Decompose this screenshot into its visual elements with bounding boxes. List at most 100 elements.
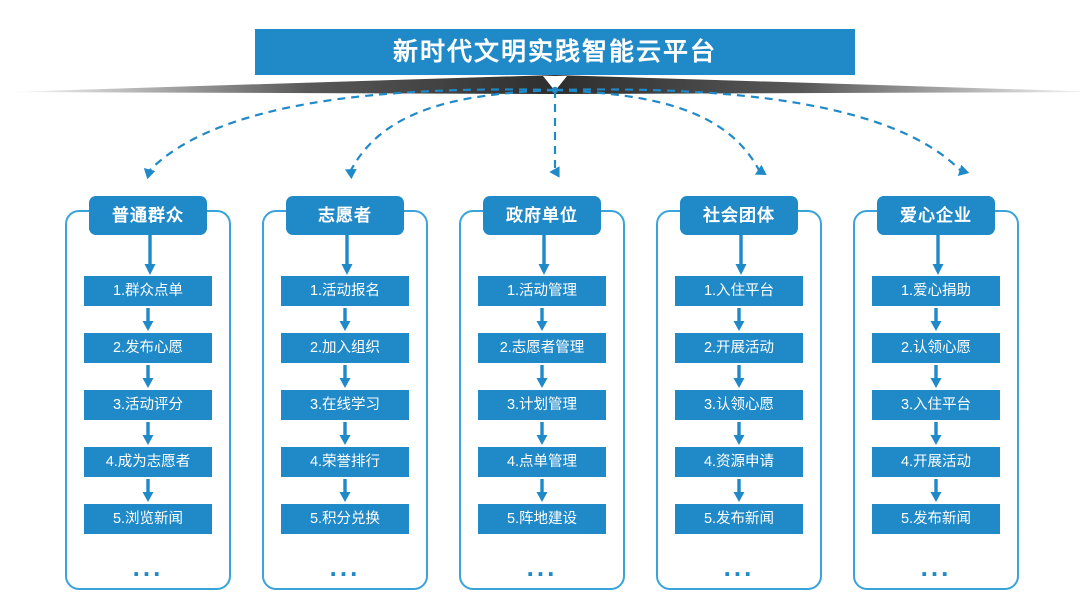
role-column-charity-enterprise: 爱心企业 1.爱心捐助 2.认领心愿 3.入住平台 4.开展活动 5.发布新闻... (853, 196, 1019, 596)
menu-item-label: 5.发布新闻 (703, 510, 775, 527)
connector-to-ordinary-public (143, 88, 556, 180)
menu-item[interactable]: 1.爱心捐助 (872, 276, 1000, 306)
menu-item[interactable]: 2.加入组织 (281, 333, 409, 363)
menu-item-label: 3.活动评分 (112, 396, 184, 413)
step-arrow-down-icon (84, 420, 212, 447)
menu-item[interactable]: 1.群众点单 (84, 276, 212, 306)
menu-item[interactable]: 3.计划管理 (478, 390, 606, 420)
column-item-list: 1.入住平台 2.开展活动 3.认领心愿 4.资源申请 5.发布新闻 (675, 276, 803, 534)
menu-item[interactable]: 1.活动管理 (478, 276, 606, 306)
column-header-label: 政府单位 (506, 206, 578, 225)
step-arrow-down-icon (872, 363, 1000, 390)
step-arrow-down-icon (84, 363, 212, 390)
connector-origin-node (551, 86, 559, 94)
column-header-charity-enterprise[interactable]: 爱心企业 (877, 196, 995, 235)
menu-item-label: 2.认领心愿 (900, 339, 972, 356)
step-arrow-down-icon (281, 420, 409, 447)
banner-bar: 新时代文明实践智能云平台 (255, 29, 855, 75)
column-item-list: 1.活动管理 2.志愿者管理 3.计划管理 4.点单管理 5.阵地建设 (478, 276, 606, 534)
column-header-label: 爱心企业 (900, 206, 972, 225)
menu-item-label: 3.计划管理 (506, 396, 578, 413)
header-to-first-item-arrow (341, 235, 353, 275)
connector-to-volunteer (344, 88, 556, 180)
connector-to-charity-enterprise (554, 88, 970, 176)
role-column-government-unit: 政府单位 1.活动管理 2.志愿者管理 3.计划管理 4.点单管理 5.阵地建设... (459, 196, 625, 596)
menu-item[interactable]: 5.阵地建设 (478, 504, 606, 534)
menu-item[interactable]: 4.荣誉排行 (281, 447, 409, 477)
menu-item-label: 1.活动管理 (506, 282, 578, 299)
step-arrow-down-icon (675, 420, 803, 447)
more-items-ellipsis[interactable]: ... (526, 552, 558, 582)
step-arrow-down-icon (281, 477, 409, 504)
menu-item-label: 3.在线学习 (309, 396, 381, 413)
menu-item-label: 2.发布心愿 (112, 339, 184, 356)
column-header-government-unit[interactable]: 政府单位 (483, 196, 601, 235)
menu-item-label: 5.阵地建设 (506, 510, 578, 527)
step-arrow-down-icon (281, 363, 409, 390)
menu-item[interactable]: 4.点单管理 (478, 447, 606, 477)
menu-item[interactable]: 4.开展活动 (872, 447, 1000, 477)
page-title: 新时代文明实践智能云平台 (392, 37, 717, 66)
step-arrow-down-icon (478, 477, 606, 504)
menu-item[interactable]: 4.成为志愿者 (84, 447, 212, 477)
menu-item[interactable]: 2.认领心愿 (872, 333, 1000, 363)
header-to-first-item-arrow (735, 235, 747, 275)
menu-item-label: 2.加入组织 (309, 339, 381, 356)
step-arrow-down-icon (281, 306, 409, 333)
menu-item[interactable]: 3.在线学习 (281, 390, 409, 420)
step-arrow-down-icon (872, 420, 1000, 447)
menu-item[interactable]: 3.入住平台 (872, 390, 1000, 420)
column-item-list: 1.群众点单 2.发布心愿 3.活动评分 4.成为志愿者 5.浏览新闻 (84, 276, 212, 534)
column-header-volunteer[interactable]: 志愿者 (286, 196, 404, 235)
menu-item[interactable]: 2.开展活动 (675, 333, 803, 363)
menu-item[interactable]: 1.入住平台 (675, 276, 803, 306)
step-arrow-down-icon (675, 477, 803, 504)
menu-item-label: 5.浏览新闻 (112, 510, 184, 527)
more-items-ellipsis[interactable]: ... (329, 552, 361, 582)
menu-item[interactable]: 5.发布新闻 (675, 504, 803, 534)
menu-item-label: 3.入住平台 (900, 396, 972, 413)
menu-item-label: 1.入住平台 (703, 282, 775, 299)
menu-item[interactable]: 2.志愿者管理 (478, 333, 606, 363)
menu-item[interactable]: 3.活动评分 (84, 390, 212, 420)
menu-item[interactable]: 2.发布心愿 (84, 333, 212, 363)
menu-item[interactable]: 4.资源申请 (675, 447, 803, 477)
header-to-first-item-arrow (144, 235, 156, 275)
menu-item-label: 5.发布新闻 (900, 510, 972, 527)
step-arrow-down-icon (84, 306, 212, 333)
menu-item[interactable]: 5.积分兑换 (281, 504, 409, 534)
role-column-social-group: 社会团体 1.入住平台 2.开展活动 3.认领心愿 4.资源申请 5.发布新闻... (656, 196, 822, 596)
role-column-volunteer: 志愿者 1.活动报名 2.加入组织 3.在线学习 4.荣誉排行 5.积分兑换... (262, 196, 428, 596)
role-column-ordinary-public: 普通群众 1.群众点单 2.发布心愿 3.活动评分 4.成为志愿者 5.浏览新闻... (65, 196, 231, 596)
menu-item[interactable]: 3.认领心愿 (675, 390, 803, 420)
menu-item-label: 3.认领心愿 (703, 396, 775, 413)
menu-item[interactable]: 5.浏览新闻 (84, 504, 212, 534)
menu-item-label: 2.志愿者管理 (499, 339, 585, 356)
header-to-first-item-arrow (538, 235, 550, 275)
step-arrow-down-icon (478, 306, 606, 333)
more-items-ellipsis[interactable]: ... (132, 552, 164, 582)
menu-item-label: 4.荣誉排行 (309, 453, 381, 470)
menu-item-label: 4.开展活动 (900, 453, 972, 470)
menu-item[interactable]: 1.活动报名 (281, 276, 409, 306)
menu-item-label: 1.群众点单 (112, 282, 184, 299)
column-item-list: 1.爱心捐助 2.认领心愿 3.入住平台 4.开展活动 5.发布新闻 (872, 276, 1000, 534)
menu-item-label: 4.资源申请 (703, 453, 775, 470)
menu-item-label: 2.开展活动 (703, 339, 775, 356)
menu-item[interactable]: 5.发布新闻 (872, 504, 1000, 534)
connector-to-social-group (554, 88, 767, 175)
menu-item-label: 5.积分兑换 (309, 510, 381, 527)
step-arrow-down-icon (84, 477, 212, 504)
step-arrow-down-icon (478, 363, 606, 390)
platform-banner: 新时代文明实践智能云平台 (7, 29, 1080, 94)
column-header-ordinary-public[interactable]: 普通群众 (89, 196, 207, 235)
column-header-label: 普通群众 (112, 206, 184, 225)
column-header-social-group[interactable]: 社会团体 (680, 196, 798, 235)
more-items-ellipsis[interactable]: ... (723, 552, 755, 582)
step-arrow-down-icon (478, 420, 606, 447)
more-items-ellipsis[interactable]: ... (920, 552, 952, 582)
step-arrow-down-icon (675, 306, 803, 333)
column-header-label: 志愿者 (318, 206, 372, 225)
